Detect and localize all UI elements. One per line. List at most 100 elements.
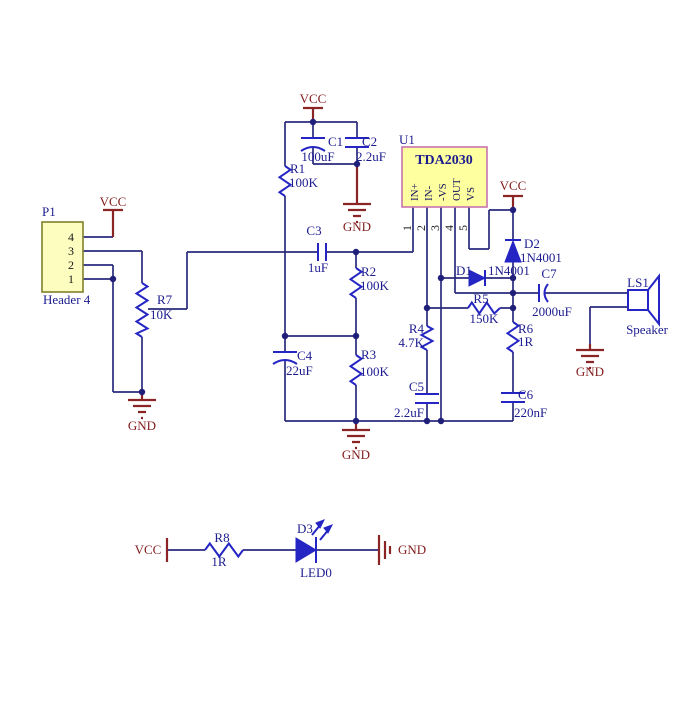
wire-speaker-gnd — [589, 306, 628, 348]
junction-dot — [509, 304, 517, 312]
junction-dot — [509, 289, 517, 297]
resistor-R5-symbol — [467, 300, 501, 316]
capacitor-C7-symbol — [538, 283, 549, 303]
ic-pin-name-3: -VS — [437, 183, 449, 201]
ic-U1-body — [401, 146, 488, 208]
junction-dot — [509, 206, 517, 214]
capacitor-C4-symbol — [272, 351, 298, 365]
junction-dot — [138, 388, 146, 396]
resistor-R1-symbol — [277, 165, 293, 197]
speaker-label: Speaker — [626, 322, 669, 337]
ic-pin-number-1: 1 — [400, 225, 414, 231]
resistor-R1-ref: R1 — [290, 161, 305, 176]
resistor-R8-value: 1R — [211, 554, 227, 569]
component-symbols — [134, 137, 660, 563]
ic-pin-name-5: VS — [465, 187, 477, 201]
capacitor-C4-ref: C4 — [297, 348, 313, 363]
capacitor-C6-symbol — [501, 392, 525, 403]
diode-D1-value: 1N4001 — [488, 263, 530, 278]
ic-pin-number-5: 5 — [456, 225, 470, 231]
capacitor-C1-ref: C1 — [328, 134, 343, 149]
ic-ref-label: U1 — [399, 132, 415, 147]
ic-part-label: TDA2030 — [415, 153, 473, 168]
ic-pin-name-1: IN+ — [409, 183, 421, 201]
resistor-R3-symbol — [348, 354, 364, 386]
speaker-symbol-body — [627, 289, 649, 311]
vcc-symbol-left — [103, 208, 123, 237]
capacitor-C5-ref: C5 — [409, 379, 424, 394]
speaker-ref: LS1 — [627, 275, 649, 290]
resistor-R3-value: 100K — [360, 364, 390, 379]
capacitor-C1-value: 100uF — [301, 149, 334, 164]
wire-pin5-vcc — [468, 207, 513, 250]
resistor-R5-value: 150K — [470, 311, 500, 326]
header-ref-label: P1 — [42, 204, 56, 219]
resistor-R8-symbol — [204, 541, 244, 559]
led-arrow-2-head — [323, 524, 334, 534]
junction-dot — [309, 118, 317, 126]
ic-pin-number-4: 4 — [442, 225, 456, 231]
resistor-R7-symbol — [134, 282, 150, 338]
header-pin-2: 2 — [68, 258, 74, 272]
ic-pin-number-2: 2 — [414, 225, 428, 231]
junction-dot — [423, 417, 431, 425]
junction-dot — [423, 304, 431, 312]
header-P1-body — [41, 221, 84, 293]
ic-pin-name-4: OUT — [451, 178, 463, 201]
vcc-label-left: VCC — [100, 194, 127, 209]
resistor-R4-symbol — [419, 325, 435, 351]
resistor-R3-ref: R3 — [361, 347, 376, 362]
gnd-symbol-left — [128, 392, 156, 420]
resistor-R4-value: 4.7K — [398, 335, 424, 350]
junction-dot — [281, 332, 289, 340]
resistor-R1-value: 100K — [289, 175, 319, 190]
power-symbols — [103, 106, 604, 565]
speaker-symbol-horn — [647, 273, 660, 327]
vcc-label-top: VCC — [300, 91, 327, 106]
capacitor-C3-ref: C3 — [306, 223, 321, 238]
led-D3-value: LED0 — [300, 565, 332, 580]
resistor-R7-value: 10K — [150, 307, 173, 322]
capacitor-C7-ref: C7 — [541, 266, 557, 281]
capacitor-C2-ref: C2 — [362, 134, 377, 149]
resistor-R4-ref: R4 — [409, 321, 425, 336]
junction-dot — [352, 248, 360, 256]
resistor-R2-ref: R2 — [361, 264, 376, 279]
gnd-symbol-mid — [342, 421, 370, 450]
resistor-R6-value: 1R — [518, 334, 534, 349]
gnd-symbol-c2 — [343, 164, 371, 224]
capacitor-C7-value: 2000uF — [532, 304, 572, 319]
resistor-R6-symbol — [505, 321, 521, 353]
junction-dot — [353, 160, 361, 168]
diode-D2-symbol — [504, 239, 522, 263]
header-pin-3: 3 — [68, 244, 74, 258]
junction-dot — [437, 274, 445, 282]
junction-dot — [509, 274, 517, 282]
capacitor-C4-value: 22uF — [286, 363, 313, 378]
vcc-label-led: VCC — [135, 542, 162, 557]
header-pin-4: 4 — [68, 230, 74, 244]
ic-pin-name-2: IN- — [423, 185, 435, 201]
capacitor-C2-value: 2.2uF — [356, 149, 386, 164]
gnd-symbol-speaker — [576, 344, 604, 370]
capacitor-C3-symbol — [317, 243, 327, 261]
wire-c3-to-pin1 — [326, 207, 414, 253]
junction-dots — [109, 118, 517, 425]
gnd-label-led: GND — [398, 542, 426, 557]
capacitor-C5-value: 2.2uF — [394, 405, 424, 420]
led-D3-ref: D3 — [297, 521, 313, 536]
diode-D1-symbol — [468, 269, 487, 287]
junction-dot — [352, 332, 360, 340]
capacitor-C6-value: 220nF — [514, 405, 547, 420]
ic-pin-number-3: 3 — [428, 225, 442, 231]
capacitor-C1-symbol — [300, 137, 326, 152]
capacitor-C2-symbol — [345, 137, 369, 148]
resistor-R6-ref: R6 — [518, 321, 534, 336]
resistor-R2-value: 100K — [360, 278, 390, 293]
diode-D2-value: 1N4001 — [520, 250, 562, 265]
header-pin-1: 1 — [68, 272, 74, 286]
vcc-label-right: VCC — [500, 178, 527, 193]
wire-p1-pins12-gnd — [83, 264, 142, 393]
